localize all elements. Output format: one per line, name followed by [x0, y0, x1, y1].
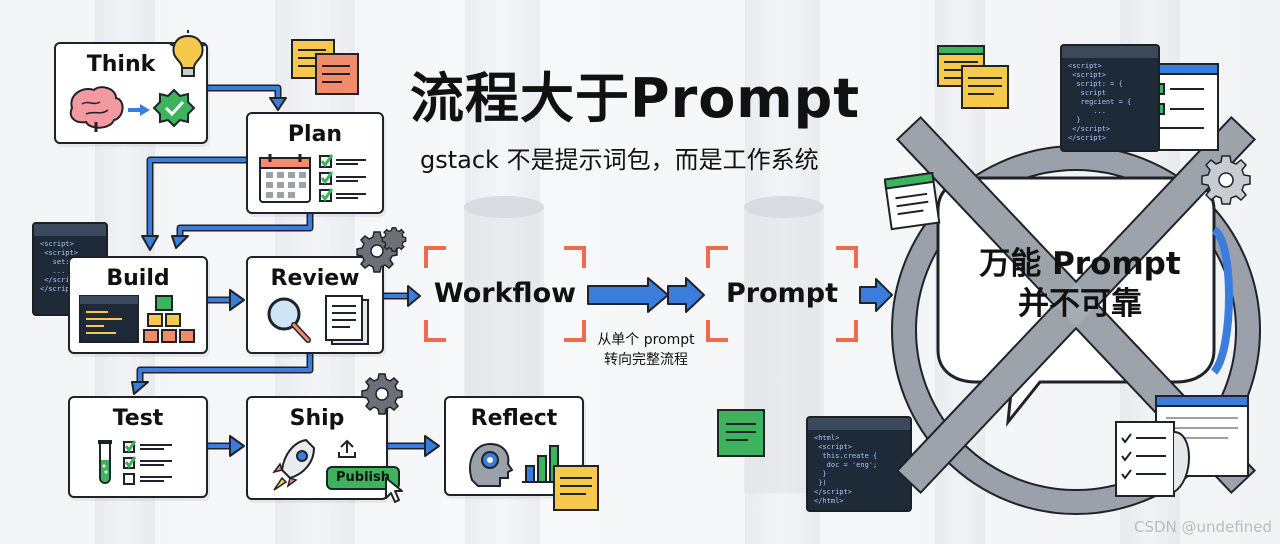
step-title-ship: Ship [289, 406, 345, 431]
brain-icon [69, 86, 124, 132]
bottom-right-documents [1115, 395, 1249, 497]
gear-icon [356, 227, 407, 273]
code-blocks-illustration [79, 295, 195, 343]
flow-arrows [131, 84, 705, 457]
upload-icon [338, 439, 356, 458]
rocket-icon [272, 438, 316, 491]
transition-note-line: 转向完整流程 [604, 352, 688, 368]
cursor-icon [385, 477, 403, 503]
crossed-message: 万能 Prompt 并不可靠 [960, 244, 1200, 324]
calendar-icon [259, 154, 311, 203]
crossed-prompt-illustration [891, 115, 1261, 515]
checklist-icon [123, 440, 172, 485]
magnifier-icon [267, 297, 311, 343]
prompt-bracket [706, 246, 858, 342]
magnifier-document-illustration [267, 295, 369, 345]
step-title-review: Review [270, 266, 360, 291]
workflow-bracket [424, 246, 586, 342]
document-icon [884, 172, 941, 231]
blocks-icon [143, 295, 195, 343]
checklist-icon [319, 154, 366, 202]
lightbulb-icon [169, 30, 207, 77]
checklist-document-icon [1115, 421, 1175, 497]
step-card-plan: Plan [246, 112, 384, 214]
document-icon [325, 295, 369, 345]
page-title: 流程大于Prompt [410, 67, 861, 130]
gear-icon [1201, 155, 1251, 205]
step-title-reflect: Reflect [470, 406, 558, 431]
sticky-note-icon [553, 465, 599, 511]
step-card-test: Test [68, 396, 208, 498]
transition-note-line: 从单个 prompt [597, 332, 695, 348]
crossed-message-line: 并不可靠 [1018, 286, 1142, 322]
publish-button[interactable]: Publish [326, 466, 400, 490]
transition-note: 从单个 prompt 转向完整流程 [586, 330, 706, 370]
bar-chart-icon [522, 445, 566, 483]
code-window-top-right: <script> <script> script: = { script reg… [1060, 44, 1160, 152]
step-title-build: Build [106, 266, 170, 291]
step-title-plan: Plan [287, 122, 343, 147]
sticky-notes-icon [291, 39, 359, 95]
prompt-label: Prompt [725, 278, 839, 309]
check-badge-icon [152, 88, 196, 128]
head-chart-illustration [469, 442, 566, 487]
calendar-checklist-illustration [259, 154, 366, 203]
watermark: CSDN @undefined [1133, 518, 1272, 536]
step-card-build: Build [68, 256, 208, 354]
cross-mark [895, 115, 1257, 495]
step-card-review: Review [246, 256, 384, 354]
brain-to-check-illustration [69, 86, 196, 132]
test-tube-icon [98, 440, 112, 484]
sticky-notes-icon [937, 45, 1009, 109]
code-window-bottom: <html> <script> this.create { doc = 'eng… [806, 416, 912, 512]
head-icon [469, 442, 514, 487]
testtube-checklist-illustration [98, 440, 172, 485]
code-editor-icon [79, 295, 139, 343]
gear-icon [361, 373, 403, 415]
step-title-think: Think [86, 52, 156, 77]
step-card-ship: Ship [246, 396, 388, 500]
green-sticky-note-icon [717, 409, 765, 457]
workflow-label: Workflow [433, 278, 577, 309]
page-subtitle: gstack 不是提示词包，而是工作系统 [420, 146, 819, 174]
crossed-message-line: 万能 Prompt [979, 246, 1181, 282]
step-title-test: Test [112, 406, 164, 431]
arrow-to-circle [859, 278, 893, 312]
